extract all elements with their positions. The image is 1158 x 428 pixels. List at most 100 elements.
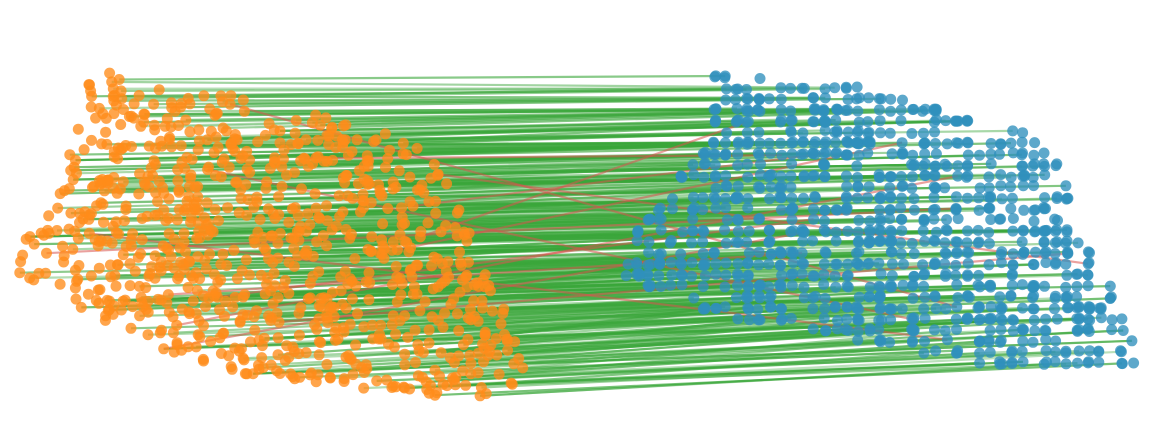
source-point — [337, 137, 349, 149]
source-point — [133, 280, 145, 292]
target-point — [1082, 269, 1094, 281]
target-point — [819, 170, 831, 182]
target-point — [730, 94, 741, 106]
correct-match-line — [244, 107, 738, 113]
target-point — [797, 127, 809, 139]
target-point — [930, 105, 942, 117]
source-point — [289, 373, 301, 385]
target-point — [973, 336, 985, 348]
target-point — [940, 224, 952, 236]
source-point — [285, 232, 297, 244]
source-point — [78, 144, 90, 156]
target-point — [852, 180, 864, 192]
source-point — [421, 384, 433, 395]
source-point — [390, 381, 402, 393]
source-point — [427, 283, 439, 295]
source-point — [340, 119, 352, 131]
target-point — [697, 204, 709, 216]
target-point — [1007, 248, 1019, 260]
target-point — [908, 160, 920, 172]
target-point — [842, 269, 854, 281]
target-point — [908, 271, 920, 282]
target-point — [917, 259, 929, 271]
target-point — [753, 213, 765, 225]
target-point — [985, 313, 997, 325]
source-point — [172, 273, 184, 285]
source-point — [178, 227, 190, 239]
source-point — [231, 273, 243, 285]
target-point — [818, 258, 830, 270]
target-point — [753, 259, 765, 271]
source-point — [175, 140, 187, 152]
source-point — [430, 207, 442, 219]
source-point — [215, 258, 227, 270]
target-point — [699, 270, 711, 282]
correct-match-line — [129, 108, 715, 118]
source-point — [252, 226, 264, 238]
target-point — [1006, 358, 1018, 369]
target-point — [873, 104, 885, 116]
target-point — [1017, 302, 1028, 314]
source-point — [374, 188, 386, 200]
source-point — [273, 316, 285, 328]
target-point — [742, 193, 754, 205]
target-point — [1126, 335, 1138, 347]
target-point — [940, 268, 952, 280]
target-point — [830, 235, 842, 247]
target-point — [785, 181, 797, 193]
target-point — [741, 158, 753, 170]
incorrect-match-line — [46, 207, 956, 255]
target-point — [643, 213, 655, 225]
target-point — [851, 160, 863, 172]
source-point — [300, 134, 312, 146]
source-point — [180, 114, 192, 126]
target-point — [841, 301, 853, 313]
target-point — [896, 137, 908, 149]
target-point — [1017, 225, 1029, 237]
source-point — [342, 278, 354, 290]
target-point — [1028, 204, 1040, 216]
source-point — [187, 272, 199, 284]
source-point — [269, 280, 281, 292]
target-point — [884, 237, 896, 249]
target-point — [1006, 346, 1018, 358]
source-point — [313, 349, 325, 361]
target-point — [983, 182, 995, 194]
target-point — [985, 191, 997, 203]
target-point — [874, 292, 886, 304]
incorrect-match-line — [217, 218, 814, 299]
source-point — [410, 357, 421, 368]
source-point — [222, 202, 234, 214]
source-point — [264, 162, 276, 174]
target-point — [919, 169, 931, 181]
source-point — [70, 293, 82, 305]
target-point — [622, 258, 634, 270]
source-point — [86, 134, 97, 146]
target-point — [687, 225, 699, 237]
target-point — [786, 158, 798, 170]
source-point — [357, 195, 369, 207]
source-point — [184, 308, 195, 320]
target-point — [807, 116, 819, 128]
target-point — [951, 115, 963, 127]
source-point — [128, 112, 140, 124]
source-point — [172, 164, 184, 176]
target-point — [675, 248, 687, 260]
target-point — [677, 226, 689, 238]
target-point — [774, 191, 786, 203]
target-point — [720, 94, 732, 106]
target-point — [984, 280, 996, 291]
target-point — [862, 127, 874, 139]
target-point — [1106, 314, 1118, 326]
source-point — [384, 144, 395, 156]
target-point — [631, 235, 643, 247]
source-point — [167, 311, 179, 323]
source-point — [478, 356, 489, 368]
source-point — [98, 216, 109, 228]
source-point — [399, 359, 411, 371]
source-point — [245, 336, 256, 348]
target-point — [862, 116, 874, 128]
target-point — [632, 226, 644, 238]
source-point — [484, 285, 496, 297]
